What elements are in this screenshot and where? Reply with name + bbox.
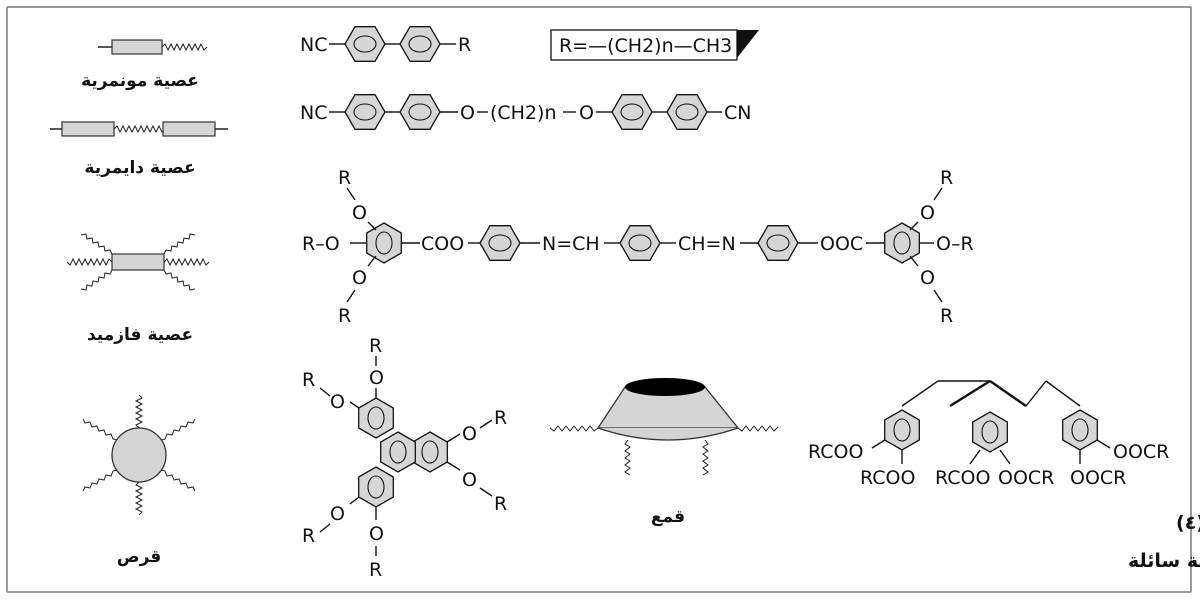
phasmid-rod-shape (66, 233, 210, 291)
m3-mr: O–R (936, 233, 974, 255)
m3-br-r: R (940, 305, 953, 327)
m4-top-r: R (369, 335, 382, 357)
m5-g2: RCOO (860, 467, 915, 489)
m2-o1: O (460, 102, 475, 124)
m4-bottom-o: O (369, 523, 384, 545)
m4-left-r: R (302, 369, 315, 391)
m3-imine2: CH=N (678, 233, 736, 255)
molecule-3: R O R–O O R COO N=CH CH=N OOC (302, 167, 974, 327)
m5-g3: RCOO (935, 467, 990, 489)
m3-ooc: OOC (820, 233, 863, 255)
r-definition-box: R=—(CH2)n—CH3 (550, 29, 759, 61)
monomer-rod-label: عصية مونمرية (81, 71, 199, 91)
m4-bl-r: R (302, 525, 315, 547)
m3-coo: COO (421, 233, 464, 255)
m3-ml: R–O (302, 233, 340, 255)
m4-bl-o: O (330, 503, 345, 525)
m3-bl-r: R (338, 305, 351, 327)
molecule-5: RCOO RCOO RCOO OOCR OOCR OOCR (808, 379, 1169, 489)
m4-right-r: R (494, 407, 507, 429)
m3-tr-r: R (940, 167, 953, 189)
m5-g4: OOCR (998, 467, 1054, 489)
m3-tl-r: R (338, 167, 351, 189)
m4-bottom-r: R (369, 559, 382, 581)
bowl-label: قمع (651, 507, 685, 527)
m3-br-o: O (920, 267, 935, 289)
monomer-rod-shape (98, 39, 208, 55)
molecule-4-triphenylene: O R O R O R O R O R O R (302, 335, 507, 581)
m4-left-o: O (330, 391, 345, 413)
m3-bl-o: O (352, 267, 367, 289)
m5-g1: RCOO (808, 441, 863, 463)
molecule-2: NC O (CH2)n O CN (300, 94, 751, 130)
m2-cn: CN (724, 102, 751, 124)
m5-g6: OOCR (1070, 467, 1126, 489)
molecule-1: NC R (300, 26, 471, 62)
m3-tr-o: O (920, 202, 935, 224)
bowl-shape (549, 378, 779, 476)
figure-number: الشكل (٤) (1176, 512, 1200, 534)
m1-nc: NC (300, 34, 327, 56)
m3-imine1: N=CH (542, 233, 600, 255)
figure-caption: مجال واسع من البنى الكيماوية الصلبة التي… (1128, 548, 1200, 572)
m2-nc: NC (300, 102, 327, 124)
disc-shape (82, 394, 196, 516)
m3-tl-o: O (352, 202, 367, 224)
m4-top-o: O (369, 367, 384, 389)
figure-frame (6, 6, 1192, 593)
phasmid-rod-label: عصية فازميد (87, 325, 193, 345)
m1-r: R (458, 34, 471, 56)
dimer-rod-shape (50, 121, 228, 137)
r-definition-text: R=—(CH2)n—CH3 (559, 35, 732, 57)
m4-right2-r: R (494, 493, 507, 515)
disc-label: قرص (117, 547, 162, 567)
m2-o2: O (579, 102, 594, 124)
m4-right2-o: O (462, 469, 477, 491)
m2-spacer: (CH2)n (490, 102, 557, 124)
m4-right-o: O (462, 423, 477, 445)
dimer-rod-label: عصية دايمرية (84, 158, 195, 178)
m5-g5: OOCR (1113, 441, 1169, 463)
